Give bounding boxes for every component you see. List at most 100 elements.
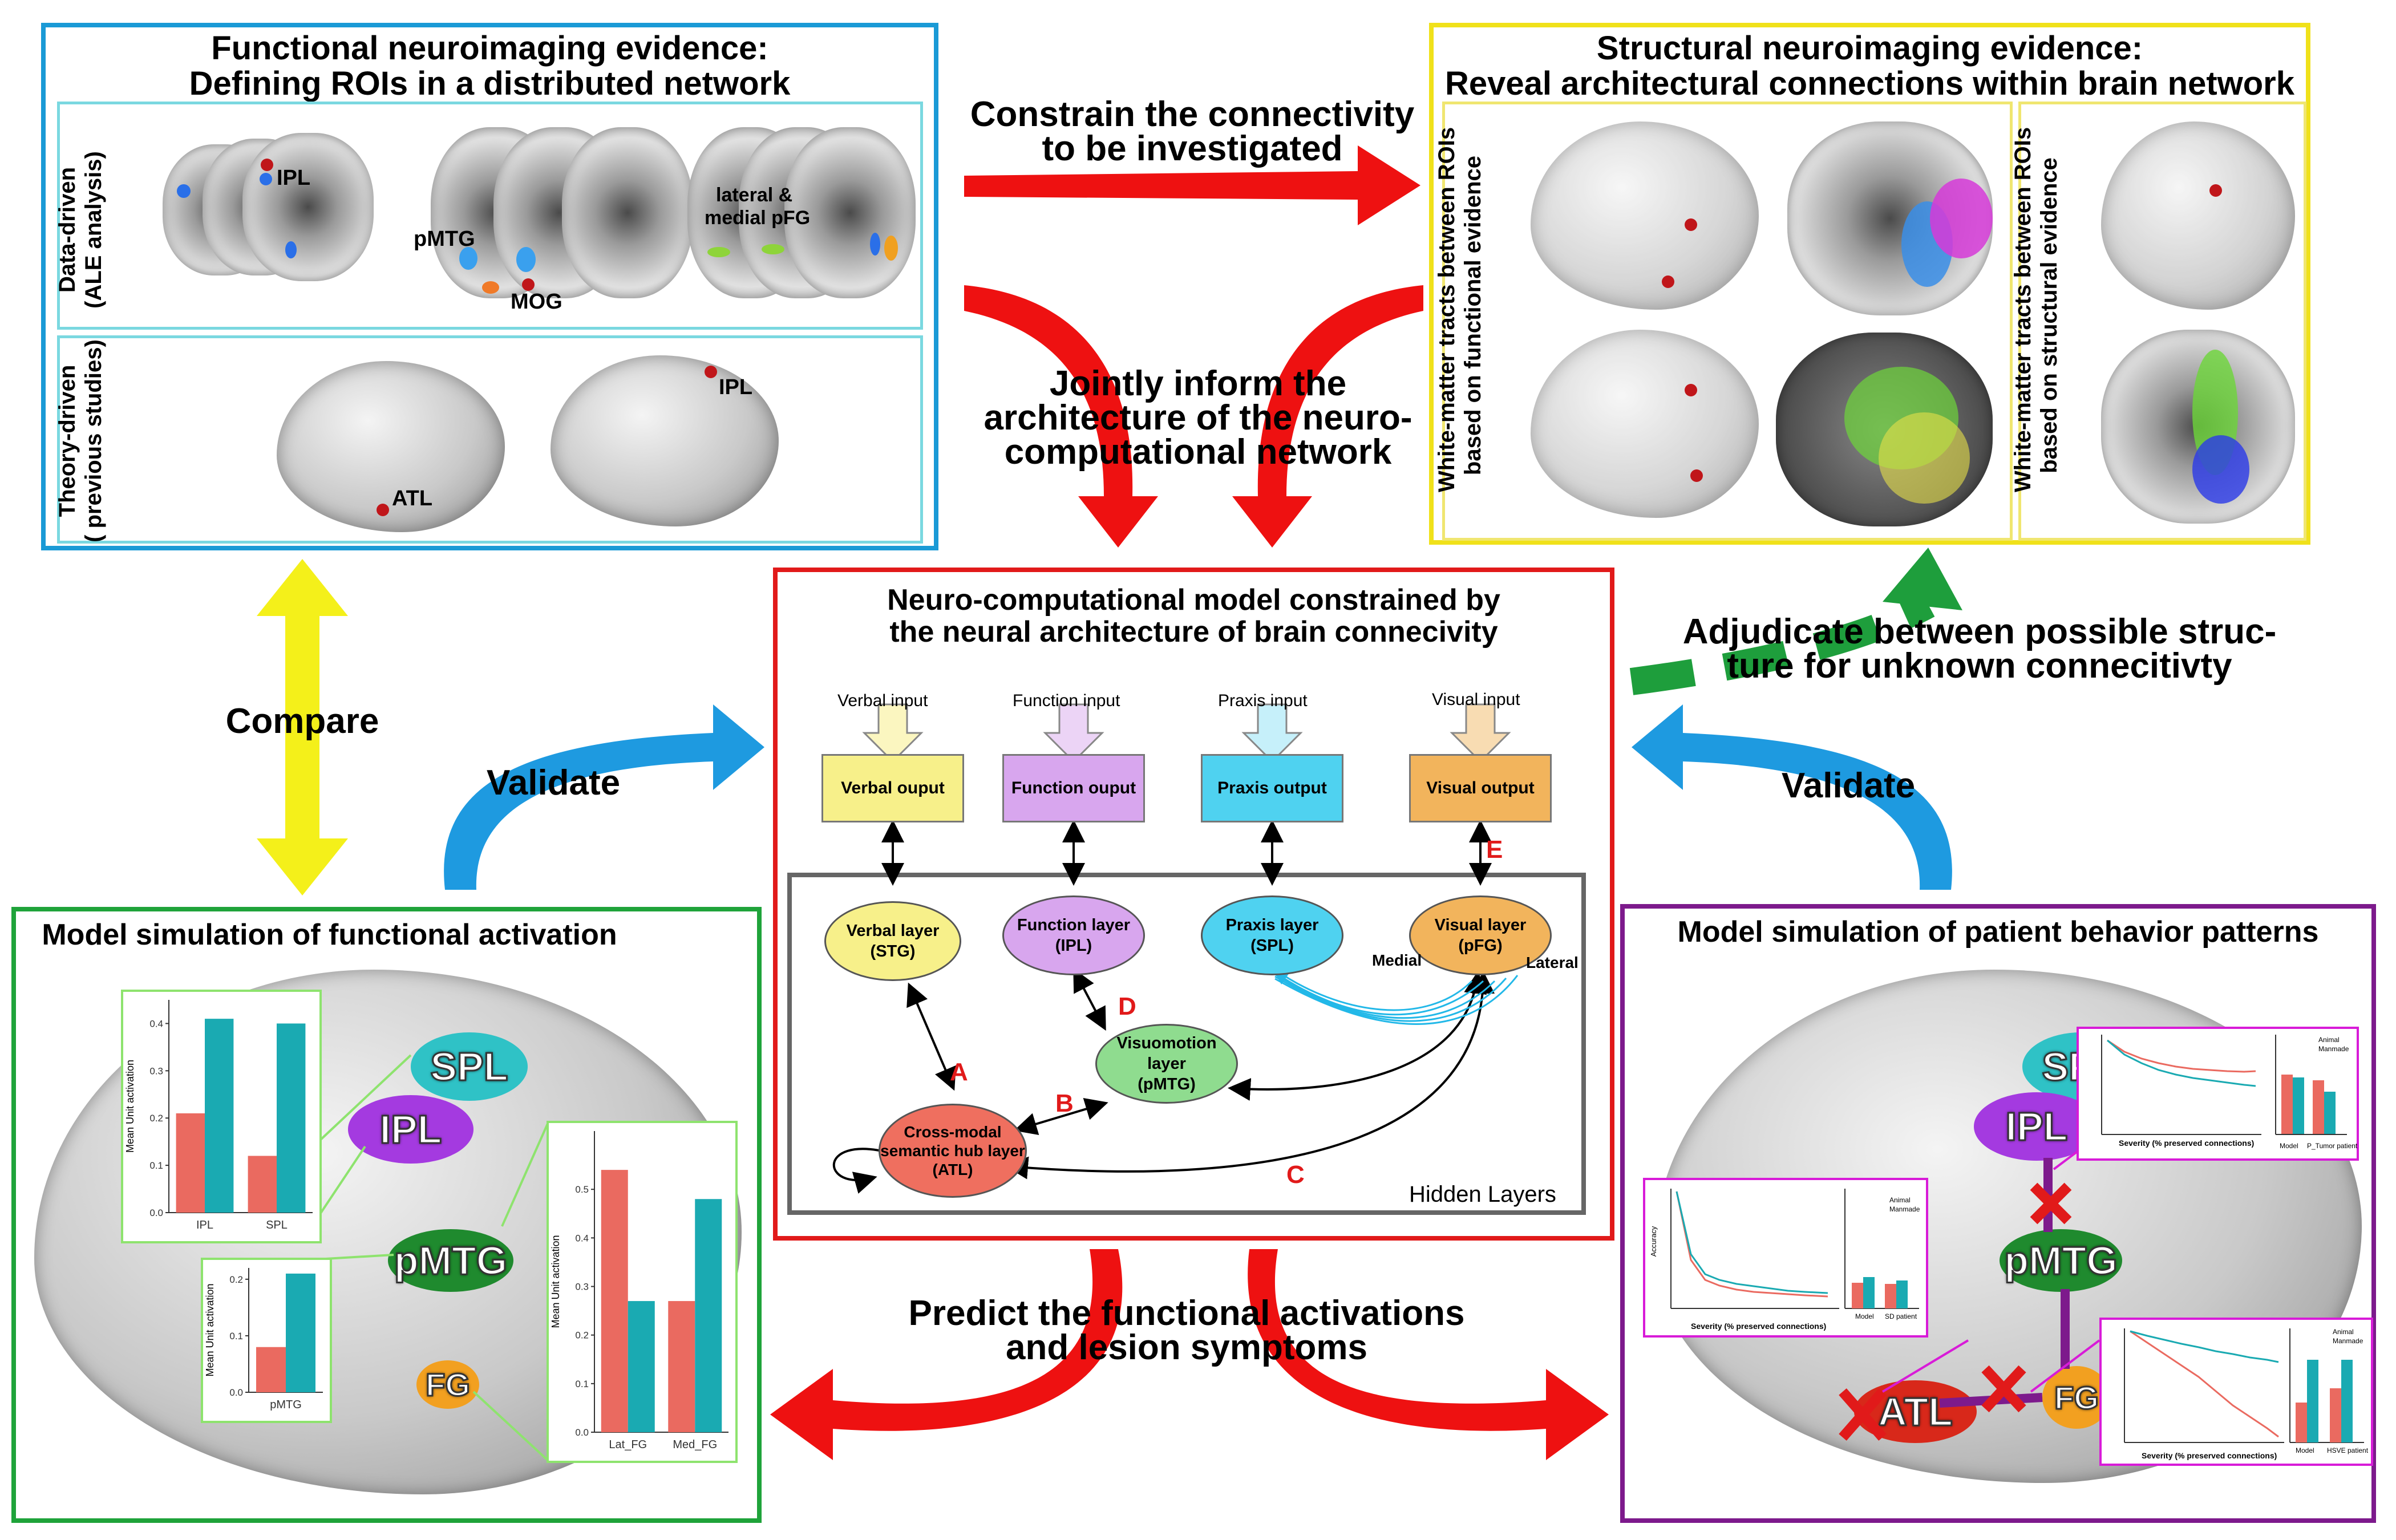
y-tick-label: 0.5 [575,1184,589,1195]
model-label: Model [2296,1446,2314,1454]
visual-output-box: Visual output [1409,754,1552,822]
pmtg-label: pMTG [414,227,475,251]
visuomotion-layer-label: Visuomotion layer [1116,1034,1217,1073]
atl-dot [377,504,389,516]
legend-animal: Animal [2333,1328,2354,1336]
ipl-dot-2 [705,366,717,378]
adjudicate-text-1: Adjudicate between possible struc- [1682,612,2277,651]
mog-cluster [482,281,499,294]
adjudicate-text: Adjudicate between possible struc- ture … [1632,613,2328,685]
verbal-input-label: Verbal input [837,691,928,710]
y-tick-label: 0.4 [149,1018,163,1029]
pfg-label-1: lateral & [716,184,793,206]
structural-title-1: Structural neuroimaging evidence: [1596,30,2143,67]
predict-text: Predict the functional activations and l… [890,1295,1483,1367]
roi-dot [1690,469,1703,482]
roi-dot [1685,384,1697,396]
y-tick-label: 0.0 [229,1387,243,1398]
x-tick-label: Lat_FG [609,1438,647,1451]
patient-tumor-label: P_Tumor patient [2307,1142,2358,1150]
functional-title-2: Defining ROIs in a distributed network [189,65,791,102]
pmtg-cluster [459,247,477,270]
x-tick-label: pMTG [270,1399,302,1411]
hidden-layers-box [787,873,1586,1215]
functional-title-1: Functional neuroimaging evidence: [211,30,768,67]
severity-axis-label: Severity (% preserved connections) [2142,1451,2277,1460]
y-tick-label: 0.3 [149,1065,163,1076]
structural-title-2: Reveal architectural connections within … [1444,65,2295,102]
glass-brain-3 [2101,121,2295,310]
praxis-input-label: Praxis input [1218,691,1308,710]
jointly-arrow-left [964,285,1158,548]
roi-dot [2209,184,2222,197]
bar [277,1023,306,1213]
functional-tracts-subpanel: White-matter tracts between ROIs based o… [1434,102,2013,541]
y-tick-label: 0.2 [229,1274,243,1285]
y-axis-label: Mean Unit activation [204,1283,216,1376]
y-tick-label: 0.0 [149,1207,163,1218]
patient-chart-sd: Accuracy Severity (% preserved connectio… [1643,1178,1928,1338]
validate-right-arrow [1632,704,1952,890]
tract-bundle [1930,179,1993,258]
glass-brain-1 [1531,121,1759,310]
visual-input-label: Visual input [1432,690,1520,709]
patient-sd-label: SD patient [1885,1312,1917,1320]
function-layer: Function layer (IPL) [1002,895,1145,975]
y-tick-label: 0.4 [575,1233,589,1243]
activation-title: Model simulation of functional activatio… [42,918,617,951]
bar [601,1170,628,1432]
pfg-label-2: medial pFG [705,207,811,229]
y-tick-label: 0.0 [575,1427,589,1438]
legend-animal: Animal [1889,1196,1911,1204]
y-tick-label: 0.2 [575,1330,589,1341]
visual-layer-region: (pFG) [1458,937,1503,955]
ale-cluster [260,173,272,185]
praxis-layer-region: (SPL) [1250,937,1294,955]
predict-arrow-right [1248,1249,1609,1460]
ipl-dot [261,159,273,171]
praxis-input-arrow [1241,703,1303,763]
lesion-x [2030,1182,2072,1225]
adjudicate-arrowhead [1883,548,1962,610]
visual-layer: Visual layer (pFG) [1409,895,1552,975]
constrain-arrow [964,145,1420,225]
hub-layer: Cross-modal semantic hub layer (ATL) [879,1104,1027,1198]
pfg-cluster [870,233,880,256]
jointly-text-1: Jointly inform the [1049,364,1347,403]
visuomotion-layer-region: (pMTG) [1138,1075,1196,1093]
functional-panel: Functional neuroimaging evidence: Defini… [41,23,938,550]
edge-d-label: D [1118,992,1136,1020]
legend-manmade: Manmade [2333,1337,2363,1345]
compare-text: Compare [225,702,379,741]
model-title-1: Neuro-computational model constrained by [887,583,1500,617]
ipl-label-2: IPL [719,375,753,399]
fg-region: FG [416,1360,479,1409]
verbal-output-box: Verbal ouput [821,754,964,822]
glass-brain-2 [1531,330,1759,518]
validate-left-arrow [444,704,764,890]
edge-c-label: C [1286,1161,1305,1189]
hub-layer-label-2: semantic hub layer [880,1142,1025,1160]
hub-layer-label-1: Cross-modal [904,1123,1002,1141]
patient-chart-sd-svg [1670,1189,1919,1309]
medial-label: Medial [1372,951,1422,969]
y-tick-label: 0.1 [149,1160,163,1171]
y-axis-label: Mean Unit activation [550,1235,561,1328]
hub-layer-region: (ATL) [932,1161,973,1178]
bar [668,1301,695,1432]
theory-driven-subpanel: Theory-driven ( previous studies) ATL IP… [55,335,923,544]
praxis-layer-label: Praxis layer [1225,916,1319,934]
verbal-input-arrow [862,703,924,763]
y-tick-label: 0.3 [575,1282,589,1292]
patient-chart-tumor: Severity (% preserved connections) Anima… [2077,1027,2359,1161]
praxis-visual-link [1274,971,1484,1016]
function-layer-label: Function layer [1017,916,1131,934]
